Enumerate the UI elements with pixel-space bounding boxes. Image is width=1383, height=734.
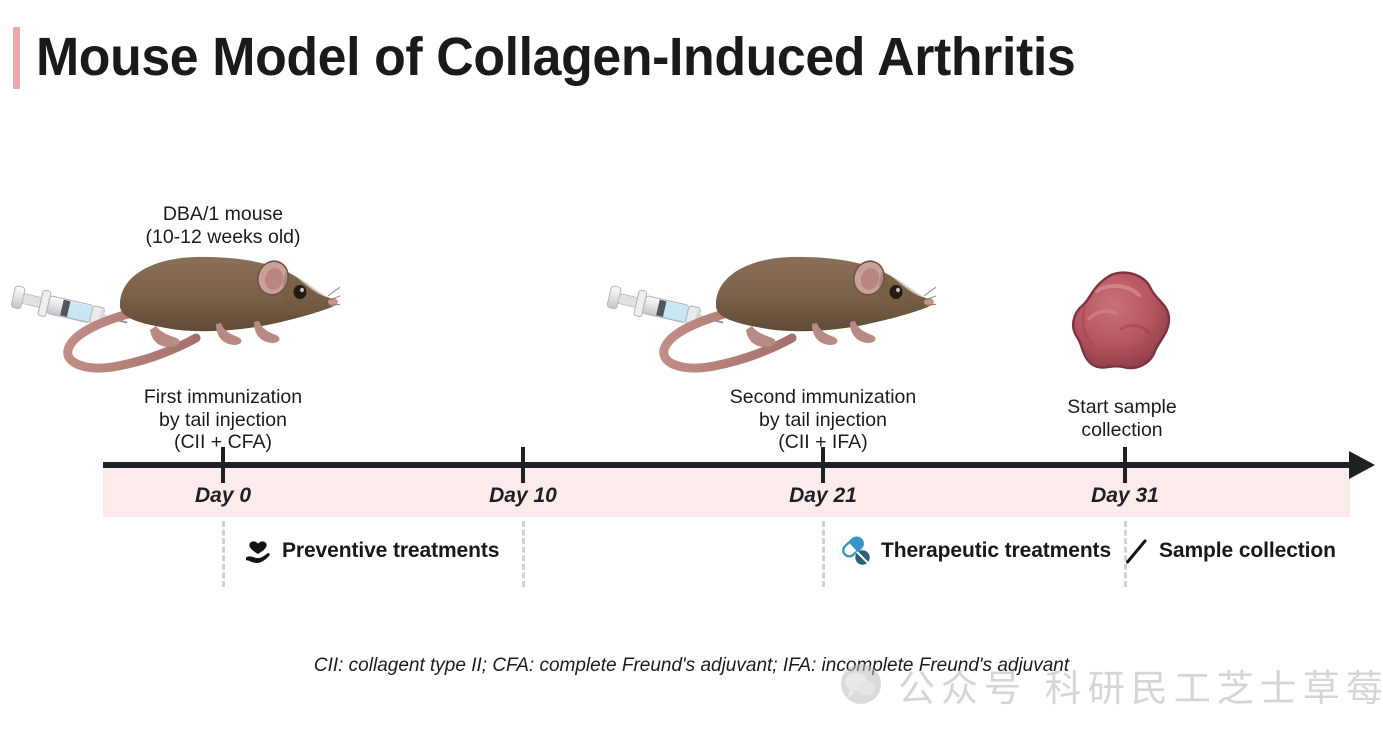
timeline-tick xyxy=(521,447,525,483)
day-label-day-10: Day 10 xyxy=(489,484,557,507)
footnote: CII: collagent type II; CFA: complete Fr… xyxy=(313,655,1070,676)
title-accent-bar xyxy=(13,27,20,89)
pills-icon xyxy=(840,536,872,566)
second-immunization-illustration xyxy=(596,252,963,382)
legend-item-preventive-treatments[interactable]: Preventive treatments xyxy=(243,536,499,566)
syringe-icon xyxy=(606,285,724,326)
syringe-icon xyxy=(10,285,128,326)
annotation-line: (10-12 weeks old) xyxy=(145,225,301,248)
timeline-guide-line xyxy=(822,521,825,587)
scalpel-stroke-icon xyxy=(1124,536,1150,566)
timeline-axis xyxy=(103,462,1359,468)
timeline-tick xyxy=(1123,447,1127,483)
annotation-line: collection xyxy=(1081,418,1163,441)
day-label-day-0: Day 0 xyxy=(194,484,252,507)
timeline-guide-line xyxy=(522,521,525,587)
timeline-guide-line xyxy=(222,521,225,587)
legend-item-therapeutic-treatments[interactable]: Therapeutic treatments xyxy=(840,536,1111,566)
annotation-line: (CII + CFA) xyxy=(173,431,273,453)
annotation-line: First immunization xyxy=(143,386,303,408)
tissue-sample-illustration xyxy=(1063,267,1181,379)
title-row: Mouse Model of Collagen-Induced Arthriti… xyxy=(0,0,1383,120)
timeline-band xyxy=(103,466,1350,517)
page-title: Mouse Model of Collagen-Induced Arthriti… xyxy=(36,27,1076,87)
timeline-tick xyxy=(821,447,825,483)
legend-label: Sample collection xyxy=(1159,539,1336,562)
annotation-line: Start sample xyxy=(1067,396,1177,418)
timeline-tick xyxy=(221,447,225,483)
first-immunization-illustration xyxy=(0,252,367,382)
legend-label: Preventive treatments xyxy=(282,539,500,562)
annotation-line: DBA/1 mouse xyxy=(162,203,284,225)
day-label-day-21: Day 21 xyxy=(789,484,857,507)
mouse-strain-label: DBA/1 mouse(10-12 weeks old) xyxy=(146,203,301,248)
annotation-line: by tail injection xyxy=(759,408,887,431)
timeline-arrow-icon xyxy=(1349,451,1375,479)
annotation-line: (CII + IFA) xyxy=(778,431,868,453)
timeline-guide-line xyxy=(1124,521,1127,587)
annotation-line: by tail injection xyxy=(159,408,287,431)
day-label-day-31: Day 31 xyxy=(1091,484,1159,507)
legend-item-sample-collection[interactable]: Sample collection xyxy=(1124,536,1336,566)
heart-in-hand-icon xyxy=(243,536,273,566)
annotation-line: Second immunization xyxy=(729,386,917,408)
legend-label: Therapeutic treatments xyxy=(881,539,1112,562)
